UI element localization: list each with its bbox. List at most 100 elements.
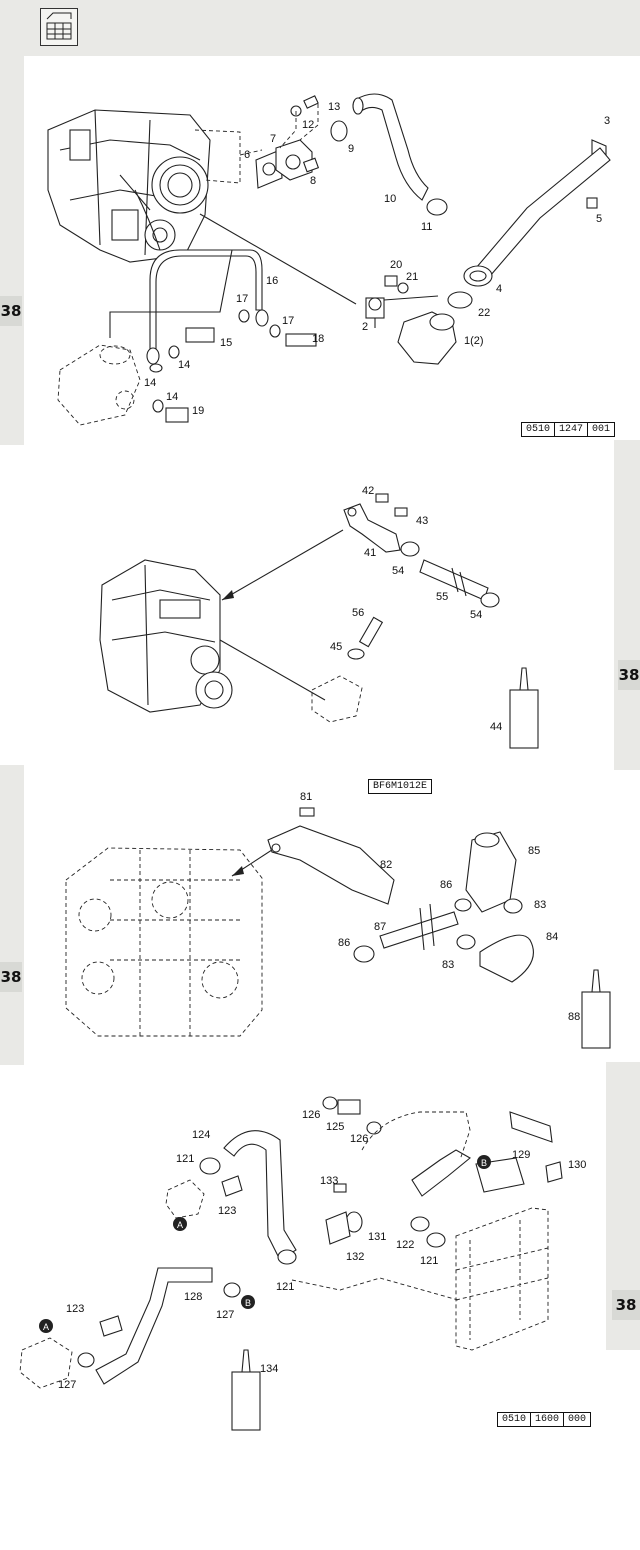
callout-83-b: 83 — [442, 959, 454, 971]
callout-121-b: 121 — [420, 1255, 438, 1267]
callout-14-b: 14 — [178, 359, 190, 371]
bracket-130 — [545, 1161, 563, 1183]
callout-7: 7 — [270, 133, 276, 145]
bolt-13 — [303, 95, 319, 109]
callout-21: 21 — [406, 271, 418, 283]
clamp-121-a — [199, 1157, 221, 1175]
callout-121-a: 121 — [176, 1153, 194, 1165]
callout-124: 124 — [192, 1129, 210, 1141]
part-code-box-2: 0510 1600 000 — [497, 1412, 592, 1427]
washer-14-b — [168, 345, 180, 359]
housing-outline-2 — [311, 675, 363, 723]
code1-part-b: 1247 — [555, 423, 589, 436]
callout-130: 130 — [568, 1159, 586, 1171]
engine-model-label: BF6M1012E — [368, 779, 433, 794]
callouts-diagram-1: 13 12 9 7 6 8 10 11 3 5 4 20 21 22 2 1(2… — [144, 101, 610, 417]
callout-127-a: 127 — [216, 1309, 234, 1321]
callout-43: 43 — [416, 515, 428, 527]
code1-part-a: 0510 — [522, 423, 556, 436]
bolt-81 — [299, 807, 315, 817]
page-tab-2: 38 — [618, 660, 640, 690]
callout-42: 42 — [362, 485, 374, 497]
marker-b-1: B — [477, 1155, 491, 1169]
callout-4: 4 — [496, 283, 502, 295]
oring-45 — [347, 648, 365, 660]
coolant-manifold-82 — [267, 825, 395, 905]
left-margin-strip-mid — [0, 765, 24, 1065]
code2-part-b: 1600 — [531, 1413, 565, 1426]
clamp-86-b — [353, 945, 375, 963]
clamp-54-b — [480, 592, 500, 608]
callout-14-a: 14 — [144, 377, 156, 389]
callout-44: 44 — [490, 721, 502, 733]
callout-131: 131 — [368, 1231, 386, 1243]
clamp-127-a — [223, 1282, 241, 1298]
union-56 — [358, 616, 384, 648]
clamp-83-a — [503, 898, 523, 914]
callout-17-a: 17 — [236, 293, 248, 305]
callout-86-a: 86 — [440, 879, 452, 891]
callout-123-b: 123 — [66, 1303, 84, 1315]
sealant-tube-44 — [509, 667, 539, 749]
page-tab-1: 38 — [0, 296, 22, 326]
oil-line-16 — [146, 249, 269, 365]
elbow-pipe-41 — [343, 503, 401, 553]
pump-outline-a — [165, 1179, 205, 1219]
sealant-tube-88 — [581, 969, 611, 1049]
svg-text:A: A — [43, 1322, 49, 1332]
header-strip — [0, 0, 640, 56]
clamp-126-b — [366, 1121, 382, 1135]
bolt-133 — [333, 1183, 347, 1193]
coolant-pipe-10 — [352, 93, 429, 201]
right-margin-strip — [614, 440, 640, 770]
callout-132: 132 — [346, 1251, 364, 1263]
clip-123-a — [221, 1175, 243, 1197]
callout-128: 128 — [184, 1291, 202, 1303]
page-tab-3: 38 — [0, 962, 22, 992]
callout-41: 41 — [364, 547, 376, 559]
radiator — [455, 1207, 549, 1351]
callout-20: 20 — [390, 259, 402, 271]
callout-81: 81 — [300, 791, 312, 803]
bolt-43 — [394, 507, 408, 517]
callout-2: 2 — [362, 321, 368, 333]
callout-56: 56 — [352, 607, 364, 619]
callout-134: 134 — [260, 1363, 278, 1375]
callout-86-b: 86 — [338, 937, 350, 949]
hose-124 — [223, 1130, 297, 1261]
washer-21 — [397, 282, 409, 294]
clamp-127-b — [77, 1352, 95, 1368]
callouts-diagram-3: 81 82 85 86 83 87 86 83 84 88 — [300, 791, 580, 1023]
left-margin-strip-top — [0, 0, 24, 445]
clamp-86-a — [454, 898, 472, 912]
callout-8: 8 — [310, 175, 316, 187]
callout-127-b: 127 — [58, 1379, 76, 1391]
clamp-121-c — [410, 1216, 430, 1232]
callout-22: 22 — [478, 307, 490, 319]
washer-14-a — [149, 363, 163, 373]
oring-9 — [330, 120, 348, 142]
marker-a-1: A — [173, 1217, 187, 1231]
callout-129: 129 — [512, 1149, 530, 1161]
clamp-54-a — [400, 541, 420, 557]
clip-123-b — [99, 1315, 123, 1337]
water-pump-1 — [57, 344, 141, 426]
callout-126-b: 126 — [350, 1133, 368, 1145]
callout-15: 15 — [220, 337, 232, 349]
callout-45: 45 — [330, 641, 342, 653]
fitting-19 — [165, 407, 189, 423]
bracket-129 — [509, 1111, 553, 1143]
oring-11 — [426, 198, 448, 216]
hose-125 — [337, 1099, 361, 1115]
callout-123-a: 123 — [218, 1205, 236, 1217]
code1-part-c: 001 — [592, 424, 611, 435]
bolt-8 — [302, 157, 320, 173]
washer-17-a — [238, 309, 250, 323]
callout-14-c: 14 — [166, 391, 178, 403]
hose-55 — [419, 559, 489, 601]
long-hose-128 — [95, 1267, 213, 1385]
washer-17-b — [269, 324, 281, 338]
hose-122 — [361, 1111, 471, 1197]
clamp-121-b — [277, 1249, 297, 1265]
